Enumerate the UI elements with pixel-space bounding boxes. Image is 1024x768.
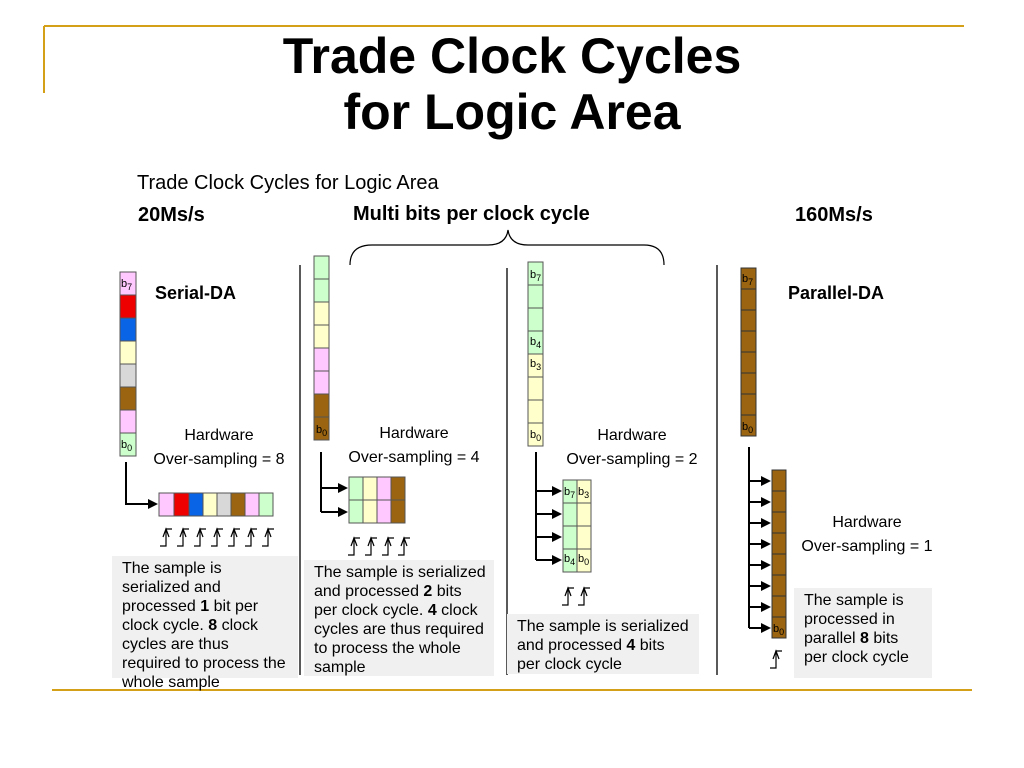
parallel-reg-bit-label: b0 xyxy=(773,623,785,638)
parallel-clock-pulse xyxy=(770,649,782,669)
accent-lines xyxy=(43,25,972,691)
two-bit-bottom-label: b0 xyxy=(316,424,328,439)
four-bit-arrow-head-2 xyxy=(552,509,562,519)
serial-top-bit-label: b7 xyxy=(121,278,133,293)
serial-clock-pulses xyxy=(160,527,274,547)
four-bit-clock-pulses xyxy=(562,586,590,606)
four-bit-column xyxy=(527,261,544,447)
four-bit-arrows xyxy=(535,452,554,561)
two-bit-caption: The sample is serialized and processed 2… xyxy=(304,560,494,676)
title-line-2: for Logic Area xyxy=(343,84,681,140)
parallel-bit-column xyxy=(740,267,757,437)
two-bit-arrows xyxy=(320,452,340,513)
four-bit-arrow-head-3 xyxy=(552,532,562,542)
two-bit-clock-pulses xyxy=(348,536,410,556)
two-bit-register xyxy=(348,476,406,524)
panel-separators xyxy=(299,265,718,675)
four-bit-register xyxy=(562,479,592,573)
parallel-register xyxy=(771,469,787,639)
serial-bit-column xyxy=(119,271,137,457)
four-bit-reg-label-b7: b7 xyxy=(564,486,576,501)
slide-subtitle: Trade Clock Cycles for Logic Area xyxy=(137,172,439,194)
parallel-top-bit-label: b7 xyxy=(742,273,754,288)
four-bit-arrow-head-4 xyxy=(552,555,562,565)
parallel-da-label: Parallel-DA xyxy=(788,283,885,303)
parallel-bottom-bit-label: b0 xyxy=(742,421,754,436)
serial-arrow-head xyxy=(148,499,158,509)
rate-160ms: 160Ms/s xyxy=(795,204,873,226)
four-bit-label-b7: b7 xyxy=(530,269,542,284)
four-bit-reg-label-b4: b4 xyxy=(564,553,576,568)
two-bit-column xyxy=(313,255,330,441)
four-bit-label-b4: b4 xyxy=(530,336,542,351)
serial-arrow xyxy=(125,462,150,505)
parallel-arrows xyxy=(748,447,763,629)
four-bit-caption: The sample is serialized and processed 4… xyxy=(507,614,699,674)
serial-bottom-bit-label: b0 xyxy=(121,439,133,454)
four-bit-reg-label-b0: b0 xyxy=(578,553,590,568)
parallel-caption: The sample is processed in parallel 8 bi… xyxy=(794,588,932,678)
serial-da-label: Serial-DA xyxy=(155,283,237,303)
brace xyxy=(349,229,665,266)
serial-register xyxy=(158,492,274,517)
four-bit-arrow-head-1 xyxy=(552,486,562,496)
four-bit-label-b0: b0 xyxy=(530,429,542,444)
four-bit-reg-label-b3: b3 xyxy=(578,486,590,501)
two-bit-arrow-head-2 xyxy=(338,507,348,517)
parallel-arrow-heads xyxy=(761,476,771,633)
four-bit-label-b3: b3 xyxy=(530,358,542,373)
multi-bits-label: Multi bits per clock cycle xyxy=(353,203,590,225)
two-bit-arrow-head-1 xyxy=(338,483,348,493)
rate-20ms: 20Ms/s xyxy=(138,204,205,226)
slide-title: Trade Clock Cycles for Logic Area xyxy=(0,28,1024,140)
serial-caption: The sample is serialized and processed 1… xyxy=(112,556,298,691)
title-line-1: Trade Clock Cycles xyxy=(282,28,742,84)
